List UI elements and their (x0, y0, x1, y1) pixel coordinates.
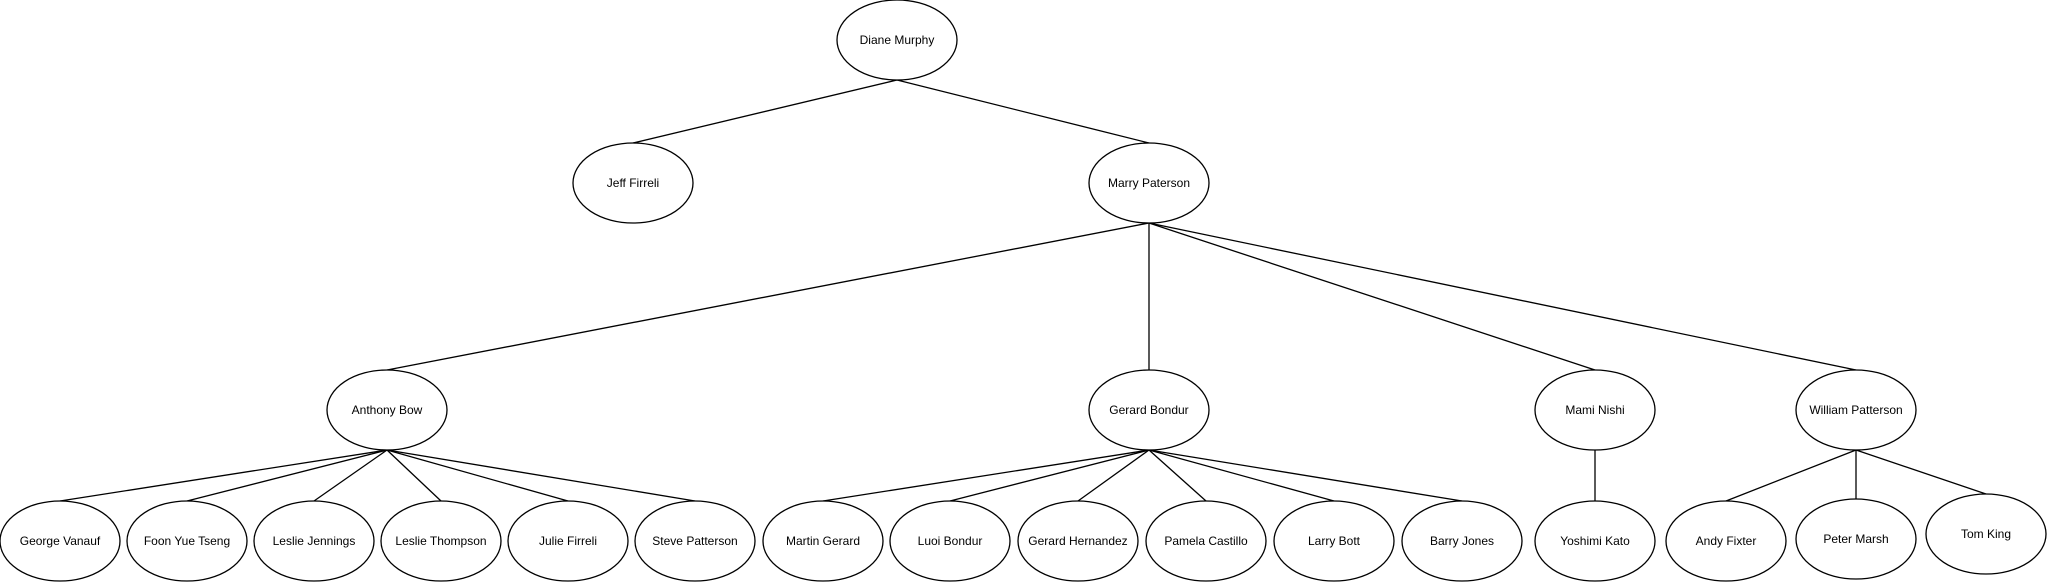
node-label: Julie Firreli (539, 534, 597, 548)
edge-gerard_b-to-gerard_h (1077, 449, 1150, 502)
node-label: George Vanauf (20, 534, 101, 548)
node-martin[interactable]: Martin Gerard (762, 500, 884, 582)
node-shape (326, 369, 448, 451)
node-gerard_h[interactable]: Gerard Hernandez (1017, 500, 1139, 582)
node-shape (1795, 498, 1917, 580)
edge-william-to-andy (1725, 449, 1857, 502)
node-label: Leslie Jennings (273, 534, 356, 548)
edge-anthony-to-steve (386, 449, 696, 502)
node-shape (1925, 493, 2047, 575)
node-luoi[interactable]: Luoi Bondur (889, 500, 1011, 582)
edge-gerard_b-to-barry (1148, 449, 1463, 502)
node-leslie_t[interactable]: Leslie Thompson (380, 500, 502, 582)
node-label: Andy Fixter (1696, 534, 1757, 548)
node-label: Foon Yue Tseng (144, 534, 230, 548)
node-shape (1534, 369, 1656, 451)
node-label: Martin Gerard (786, 534, 860, 548)
node-label: Jeff Firreli (607, 176, 659, 190)
node-shape (836, 0, 958, 81)
edge-anthony-to-george (59, 449, 388, 502)
node-label: Tom King (1961, 527, 2011, 541)
node-shape (126, 500, 248, 582)
edge-diane-to-marry (896, 79, 1150, 144)
node-shape (1088, 142, 1210, 224)
edge-marry-to-anthony (386, 222, 1150, 371)
node-shape (1665, 500, 1787, 582)
edge-gerard_b-to-luoi (949, 449, 1150, 502)
node-label: Yoshimi Kato (1560, 534, 1630, 548)
edge-marry-to-mami (1148, 222, 1596, 371)
node-shape (889, 500, 1011, 582)
node-tom[interactable]: Tom King (1925, 493, 2047, 575)
node-diane[interactable]: Diane Murphy (836, 0, 958, 81)
node-larry[interactable]: Larry Bott (1273, 500, 1395, 582)
node-label: Leslie Thompson (395, 534, 486, 548)
node-jeff[interactable]: Jeff Firreli (572, 142, 694, 224)
node-shape (634, 500, 756, 582)
node-george[interactable]: George Vanauf (0, 500, 121, 582)
edge-anthony-to-julie (386, 449, 569, 502)
edges-layer (59, 79, 1987, 502)
node-marry[interactable]: Marry Paterson (1088, 142, 1210, 224)
node-shape (1795, 369, 1917, 451)
node-label: Peter Marsh (1823, 532, 1888, 546)
edge-william-to-tom (1855, 449, 1987, 495)
edge-marry-to-william (1148, 222, 1857, 371)
node-leslie_j[interactable]: Leslie Jennings (253, 500, 375, 582)
node-foon[interactable]: Foon Yue Tseng (126, 500, 248, 582)
node-barry[interactable]: Barry Jones (1401, 500, 1523, 582)
edge-anthony-to-leslie_t (386, 449, 442, 502)
node-label: Steve Patterson (652, 534, 737, 548)
node-label: William Patterson (1809, 403, 1902, 417)
node-shape (380, 500, 502, 582)
node-label: Luoi Bondur (918, 534, 983, 548)
node-shape (762, 500, 884, 582)
node-pamela[interactable]: Pamela Castillo (1145, 500, 1267, 582)
node-gerard_b[interactable]: Gerard Bondur (1088, 369, 1210, 451)
node-shape (1401, 500, 1523, 582)
node-label: Pamela Castillo (1164, 534, 1248, 548)
node-label: Gerard Hernandez (1028, 534, 1127, 548)
node-shape (1088, 369, 1210, 451)
node-shape (1017, 500, 1139, 582)
node-label: Barry Jones (1430, 534, 1494, 548)
node-shape (572, 142, 694, 224)
edge-diane-to-jeff (632, 79, 898, 144)
node-anthony[interactable]: Anthony Bow (326, 369, 448, 451)
edge-gerard_b-to-martin (822, 449, 1150, 502)
node-label: Gerard Bondur (1109, 403, 1188, 417)
edge-gerard_b-to-pamela (1148, 449, 1207, 502)
edge-anthony-to-leslie_j (313, 449, 388, 502)
node-yoshimi[interactable]: Yoshimi Kato (1534, 500, 1656, 582)
edge-anthony-to-foon (186, 449, 388, 502)
node-shape (0, 500, 121, 582)
node-william[interactable]: William Patterson (1795, 369, 1917, 451)
node-peter[interactable]: Peter Marsh (1795, 498, 1917, 580)
node-andy[interactable]: Andy Fixter (1665, 500, 1787, 582)
edge-gerard_b-to-larry (1148, 449, 1335, 502)
node-shape (507, 500, 629, 582)
node-label: Marry Paterson (1108, 176, 1190, 190)
node-label: Larry Bott (1308, 534, 1361, 548)
node-shape (1534, 500, 1656, 582)
node-shape (1145, 500, 1267, 582)
node-label: Anthony Bow (352, 403, 423, 417)
node-label: Diane Murphy (860, 33, 935, 47)
node-julie[interactable]: Julie Firreli (507, 500, 629, 582)
node-steve[interactable]: Steve Patterson (634, 500, 756, 582)
node-label: Mami Nishi (1565, 403, 1624, 417)
node-mami[interactable]: Mami Nishi (1534, 369, 1656, 451)
node-shape (1273, 500, 1395, 582)
node-shape (253, 500, 375, 582)
